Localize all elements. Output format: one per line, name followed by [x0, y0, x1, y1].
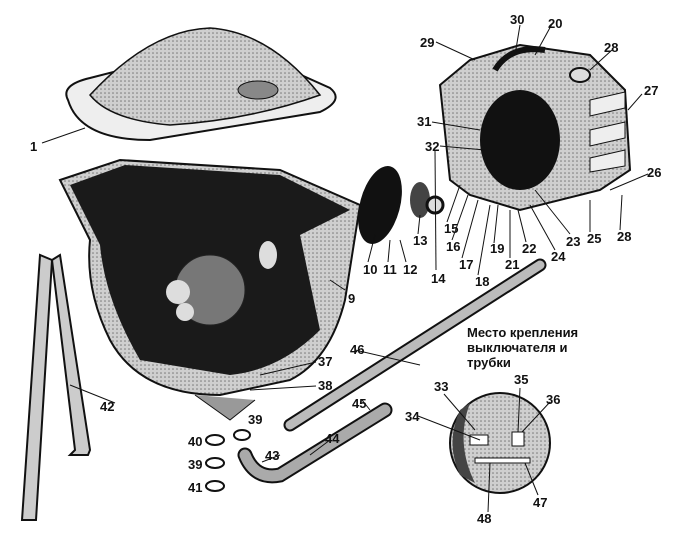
part-label: 20: [548, 16, 563, 31]
tub: [58, 158, 362, 421]
part-label: 10: [363, 262, 378, 277]
part-label: 40: [188, 434, 203, 449]
part-label: 28: [617, 229, 632, 244]
rings: [205, 429, 251, 492]
detail-caption: Место крепления выключателя и трубки: [467, 325, 578, 370]
part-label: 17: [459, 257, 474, 272]
detail-circle: [449, 392, 551, 494]
part-label: 41: [188, 480, 203, 495]
part-label: 1: [30, 139, 38, 154]
part-label: 28: [604, 40, 619, 55]
part-label: 36: [546, 392, 561, 407]
part-label: 39: [188, 457, 203, 472]
part-label: 31: [417, 114, 432, 129]
part-label: 39: [248, 412, 263, 427]
part-label: 23: [566, 234, 581, 249]
part-label: 38: [318, 378, 333, 393]
part-label: 21: [505, 257, 520, 272]
part-label: 18: [475, 274, 490, 289]
part-label: 22: [522, 241, 537, 256]
part-label: 25: [587, 231, 602, 246]
part-label: 9: [348, 291, 356, 306]
part-label: 19: [490, 241, 505, 256]
leader-lines: [41, 23, 649, 513]
part-label: 29: [420, 35, 435, 50]
part-label: 43: [265, 448, 280, 463]
pulsator: [358, 166, 445, 244]
caption-line-3: трубки: [467, 355, 511, 370]
part-label: 24: [551, 249, 566, 264]
part-label: 35: [514, 372, 529, 387]
part-label: 47: [533, 495, 548, 510]
caption-line-2: выключателя и: [467, 340, 568, 355]
caption-line-1: Место крепления: [467, 325, 579, 340]
part-label: 11: [383, 262, 397, 277]
part-label: 46: [350, 342, 365, 357]
part-label: 48: [477, 511, 492, 526]
part-label: 26: [647, 165, 662, 180]
part-label: 37: [318, 354, 333, 369]
part-label: 27: [644, 83, 659, 98]
part-label: 42: [100, 399, 115, 414]
part-label: 33: [434, 379, 449, 394]
tongs: [20, 253, 92, 521]
part-label: 45: [352, 396, 367, 411]
motor-housing: [438, 43, 632, 212]
part-label: 13: [413, 233, 428, 248]
part-label: 34: [405, 409, 420, 424]
part-label: 15: [444, 221, 459, 236]
part-label: 44: [325, 431, 340, 446]
part-label: 30: [510, 12, 525, 27]
lid: [65, 27, 337, 142]
part-label: 12: [403, 262, 418, 277]
part-label: 16: [446, 239, 461, 254]
part-label: 14: [431, 271, 446, 286]
part-label: 32: [425, 139, 440, 154]
hoses: [237, 258, 547, 484]
